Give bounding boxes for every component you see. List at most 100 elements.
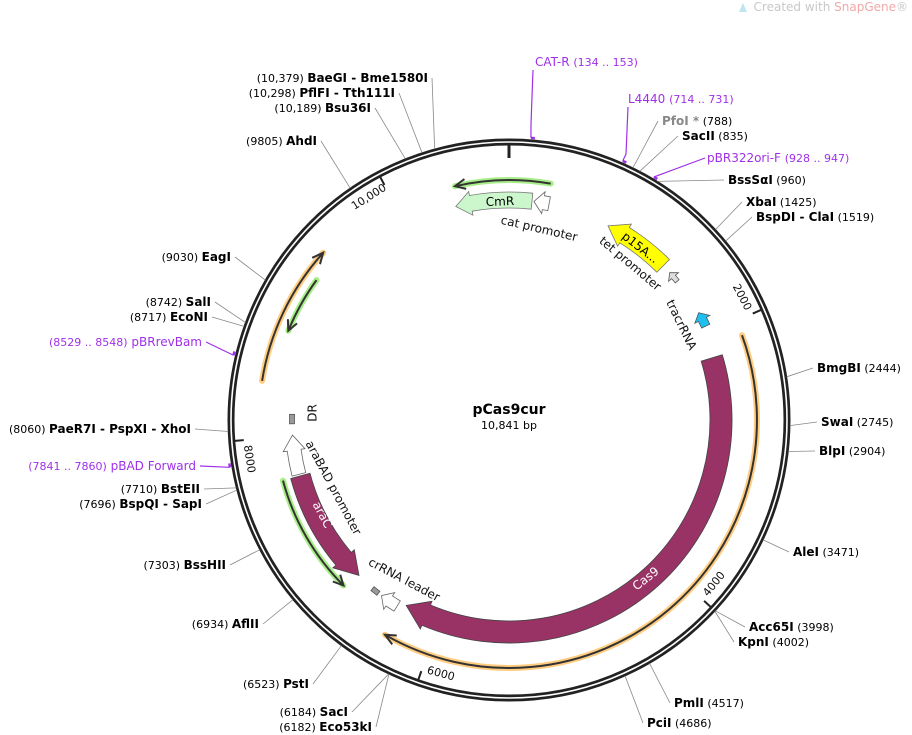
enzyme-name: BstEII [161,482,200,496]
enzyme-label: BlpI (2904) [819,444,885,458]
snapgene-watermark: Created with SnapGene® [737,0,908,14]
enzyme-line [657,179,725,182]
enzyme-label: BspDI - ClaI (1519) [756,210,874,224]
primer-label: L4440 (714 .. 731) [628,92,734,106]
primer-binding-mark [228,463,232,468]
crrna-leader-repeat [370,586,381,596]
enzyme-position: (6934) [192,618,229,631]
primer-line [653,157,706,178]
enzyme-label: PmlI (4517) [674,696,744,710]
enzyme-name: PmlI [674,696,704,710]
enzyme-position: (7696) [79,498,116,511]
line [261,252,324,382]
enzyme-label: (6184) SacI [280,705,348,719]
enzyme-name: Bsu36I [325,101,371,115]
enzyme-name: BlpI [819,444,845,458]
enzyme-position: (1519) [838,211,875,224]
enzyme-label: PciI (4686) [647,716,712,730]
enzyme-name: EagI [202,250,231,264]
orange-arc-left [259,249,327,384]
enzyme-position: (2745) [857,416,894,429]
enzyme-line [375,673,390,728]
enzyme-name: KpnI [738,635,769,649]
enzyme-name: SacI [320,705,348,719]
primer-binding-mark [232,351,236,356]
enzyme-name: AhdI [286,134,317,148]
green-arc-left-lower [280,477,347,589]
enzyme-name: SacII [682,129,715,143]
enzyme-line [715,610,746,628]
enzyme-line [639,135,679,172]
tet-promoter-feature [668,272,680,284]
enzyme-name: Acc65I [749,620,794,634]
enzyme-label: KpnI (4002) [738,635,809,649]
primer-range: (928 .. 947) [785,152,850,165]
enzyme-line [714,611,735,643]
primer-range: (7841 .. 7860) [28,460,107,473]
enzyme-lines [194,69,818,728]
enzyme-position: (1425) [780,196,817,209]
primer-name: pBR322ori-F [707,151,781,165]
enzyme-position: (6182) [279,721,316,734]
tick-mark [703,600,712,608]
cat-promoter-feature [533,190,551,215]
tick-label: 6000 [426,664,456,684]
enzyme-position: (6523) [243,678,280,691]
primer-binding-mark [653,175,659,181]
feature-label-crrna-leader: crRNA leader [366,555,442,604]
enzyme-name: PflFI - Tth111I [299,86,395,100]
enzyme-line [234,256,266,281]
enzyme-label: SacII (835) [682,129,748,143]
arrowhead-icon [286,319,298,333]
enzyme-label: (6182) Eco53kI [279,720,372,734]
enzyme-label: (8060) PaeR7I - PspXI - XhoI [9,422,191,436]
line [282,480,345,587]
line [454,179,551,188]
primer-name: L4440 [628,92,665,106]
tick-mark [417,670,423,680]
enzyme-line [632,120,659,168]
enzyme-line [715,201,743,230]
enzyme-name: BaeGI - Bme1580I [307,71,428,85]
enzyme-line [203,487,237,490]
enzyme-name: PciI [647,716,672,730]
enzyme-label: (7710) BstEII [121,482,200,496]
enzyme-name: EcoNI [170,310,208,324]
enzyme-position: (9030) [162,251,199,264]
enzyme-label: PfoI * (788) [662,114,732,128]
line [384,334,758,669]
enzyme-label: (9030) EagI [162,250,231,264]
green-arc-top [452,177,554,190]
tracrrna-feature [694,312,712,329]
tick-mark [379,176,386,186]
tick-label: 8000 [241,444,258,474]
feature-label-tracrrna: tracrRNA [663,297,700,352]
enzyme-name: AleI [793,545,819,559]
enzyme-name: PfoI * [662,114,700,128]
enzyme-line [762,539,790,553]
enzyme-label: (10,379) BaeGI - Bme1580I [257,71,428,85]
feature-label-dr: DR [306,404,320,422]
primer-line [205,341,234,356]
enzyme-position: (4002) [772,636,809,649]
enzyme-line [262,599,294,625]
primer-range: (134 .. 153) [573,56,638,69]
features [282,190,733,644]
enzyme-position: (4686) [675,717,712,730]
enzyme-label: Acc65I (3998) [749,620,834,634]
enzyme-position: (960) [776,174,806,187]
p15a-feature [607,223,671,273]
enzyme-position: (4517) [707,697,744,710]
primer-label: (7841 .. 7860) pBAD Forward [28,459,196,473]
crrna-leader-arrow [381,591,401,612]
primer-label: (8529 .. 8548) pBRrevBam [49,335,202,349]
primer-label: pBR322ori-F (928 .. 947) [707,151,849,165]
enzyme-name: PaeR7I - PspXI - XhoI [49,422,191,436]
enzyme-line [725,216,753,242]
enzyme-line [398,92,423,153]
enzyme-name: SalI [186,295,211,309]
enzyme-position: (7303) [144,559,181,572]
enzyme-label: BmgBI (2444) [817,361,901,375]
enzyme-label: (8717) EcoNI [130,310,208,324]
enzyme-line [312,645,342,685]
